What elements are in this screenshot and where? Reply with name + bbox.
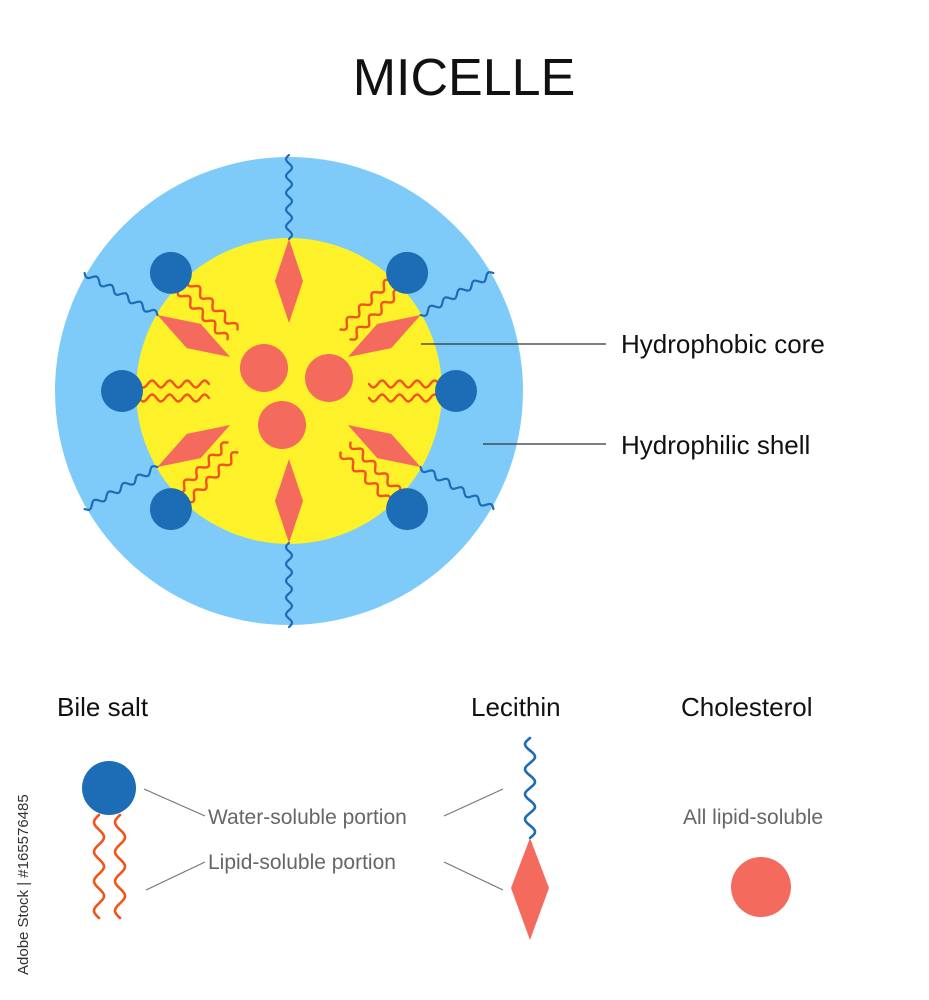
hydrophobic-core xyxy=(136,238,442,544)
lipid-leader-lecithin xyxy=(443,861,504,891)
lecithin-chain xyxy=(419,270,495,318)
bile-salt-tail xyxy=(367,379,441,389)
lecithin-diamond xyxy=(347,315,421,357)
water-leader-lecithin xyxy=(443,788,504,817)
lecithin-diamond xyxy=(275,239,303,323)
bile-salt-tail xyxy=(186,451,239,504)
lipid-soluble-label: Lipid-soluble portion xyxy=(208,851,396,874)
bile-salt-tail xyxy=(176,441,229,494)
legend-glyphs xyxy=(82,736,791,940)
lecithin-chain xyxy=(284,153,294,241)
bile-salt-tail xyxy=(349,441,402,494)
lecithin-diamond xyxy=(157,315,231,357)
all-lipid-soluble-label: All lipid-soluble xyxy=(683,806,823,829)
bile-salt-tail xyxy=(339,451,392,504)
bile-salt-tail xyxy=(176,288,229,341)
legend-bile-tail xyxy=(113,813,127,920)
lecithin-diamond xyxy=(275,459,303,543)
cholesterol-core xyxy=(305,354,353,402)
legend-cholesterol xyxy=(731,857,791,917)
legend-lecithin-diamond xyxy=(511,838,549,940)
bile-salt-tail xyxy=(367,393,441,403)
lecithin-diamond xyxy=(157,425,231,467)
hydrophilic-shell-label: Hydrophilic shell xyxy=(621,430,810,460)
stock-watermark: Adobe Stock | #165576485 xyxy=(15,794,32,975)
bile-salt-heading: Bile salt xyxy=(57,692,149,722)
water-soluble-label: Water-soluble portion xyxy=(208,806,407,829)
legend-lecithin-chain xyxy=(523,736,537,840)
lecithin-chain xyxy=(83,464,159,512)
lipid-leader-bile xyxy=(145,861,206,891)
cholesterol-core xyxy=(240,344,288,392)
lecithin-chain xyxy=(83,271,159,317)
hydrophobic-core-label: Hydrophobic core xyxy=(621,329,825,359)
bile-salt-head xyxy=(386,488,429,531)
lecithin-heading: Lecithin xyxy=(471,692,561,722)
lecithin-chain xyxy=(284,541,294,629)
bile-salt-head xyxy=(435,370,477,412)
bile-salt-tail xyxy=(137,379,211,389)
diagram-title: MICELLE xyxy=(353,49,576,107)
bile-salt-tail xyxy=(349,288,402,341)
micelle xyxy=(55,153,523,629)
bile-salt-head xyxy=(386,251,429,294)
lecithin-diamond xyxy=(347,425,421,467)
legend-bile-tail xyxy=(92,813,106,920)
bile-salt-tail xyxy=(186,278,239,331)
bile-salt-head xyxy=(149,251,192,294)
water-leader-bile xyxy=(143,788,206,817)
cholesterol-core xyxy=(258,401,306,449)
bile-salt-head xyxy=(149,488,192,531)
lecithin-chain xyxy=(419,465,495,511)
leader-lines xyxy=(143,788,504,891)
legend-bile-head xyxy=(82,761,136,815)
bile-salt-tail xyxy=(137,393,211,403)
bile-salt-head xyxy=(101,370,143,412)
bile-salt-tail xyxy=(339,278,392,331)
cholesterol-heading: Cholesterol xyxy=(681,692,813,722)
